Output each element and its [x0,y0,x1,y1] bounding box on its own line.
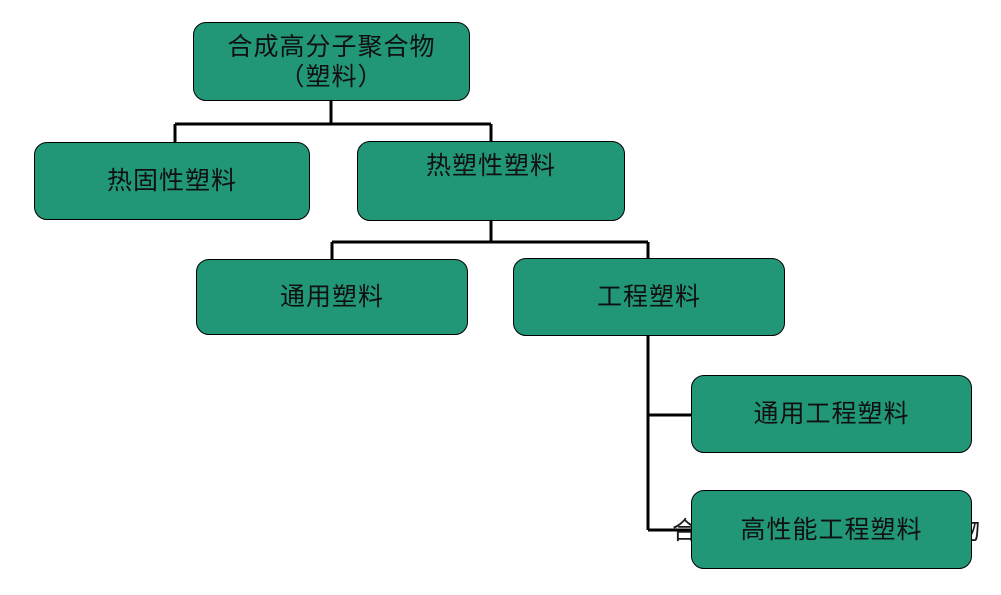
node-engineering-plastic[interactable]: 工程塑料 [513,258,785,336]
edge-thermoplastic-to-row3 [330,221,650,259]
node-general-plastic[interactable]: 通用塑料 [196,259,468,335]
node-root[interactable]: 合成高分子聚合物 （塑料） [193,22,470,101]
node-thermoplastic[interactable]: 热塑性塑料 [357,141,625,221]
edge-root-to-row2 [173,101,493,142]
node-thermoset-label: 热固性塑料 [106,166,237,196]
node-high-performance-engineering-plastic-label: 高性能工程塑料 [740,514,923,544]
node-engineering-plastic-label: 工程塑料 [596,282,701,312]
node-general-engineering-plastic-label: 通用工程塑料 [753,399,910,429]
node-root-label: 合成高分子聚合物 （塑料） [227,32,436,91]
node-general-engineering-plastic[interactable]: 通用工程塑料 [691,375,972,453]
node-thermoset[interactable]: 热固性塑料 [34,142,310,220]
node-high-performance-engineering-plastic[interactable]: 高性能工程塑料 [691,490,972,569]
node-general-plastic-label: 通用塑料 [279,282,384,312]
node-thermoplastic-label: 热塑性塑料 [425,151,556,180]
